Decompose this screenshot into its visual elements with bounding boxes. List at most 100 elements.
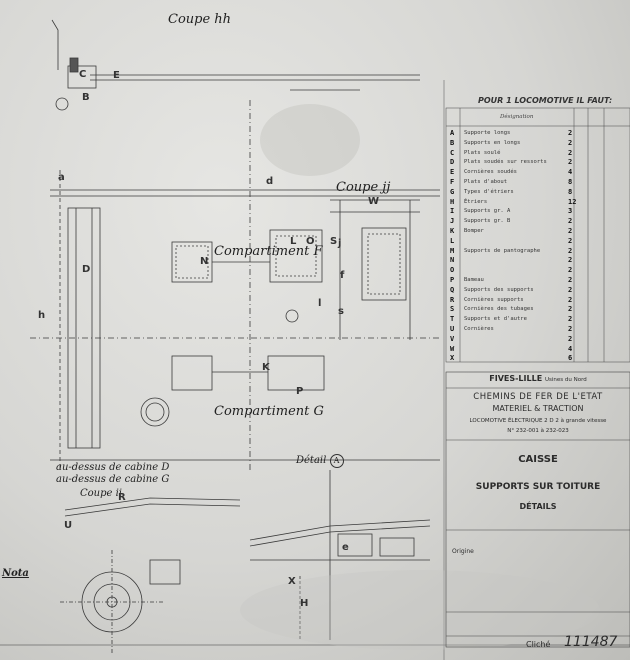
parts-row: E Cornières soudés 4	[446, 167, 630, 177]
parts-row-quantity: 8	[568, 187, 573, 196]
cabin-d-label: au-dessus de cabine D	[56, 462, 170, 473]
parts-row-quantity: 2	[568, 129, 573, 137]
ref-letter-p: P	[296, 386, 304, 397]
parts-row-quantity: 4	[568, 168, 573, 177]
cliche-number: 111487	[564, 634, 618, 650]
parts-row-designation: Cornières des tubages	[464, 306, 534, 313]
parts-row-letter: L	[450, 236, 455, 245]
parts-row-letter: E	[450, 168, 455, 177]
cliche-label: Cliché	[526, 640, 551, 649]
parts-row-designation: Supports gr. A	[464, 208, 511, 215]
object-title: CAISSE	[518, 454, 558, 465]
parts-row-quantity: 2	[568, 256, 573, 265]
parts-row-letter: V	[450, 334, 455, 343]
ref-letter-u: U	[64, 520, 73, 531]
parts-row-letter: T	[450, 315, 455, 324]
parts-row-quantity: 2	[568, 236, 573, 245]
parts-row-designation: Supports des supports	[464, 286, 534, 293]
subtitle-details: DÉTAILS	[519, 502, 557, 511]
parts-row-letter: S	[450, 305, 455, 314]
ref-letter-l2: l	[318, 298, 322, 309]
ref-letter-e2: e	[342, 542, 349, 553]
parts-row-designation: Supports et d'autre	[464, 316, 527, 323]
parts-row-letter: B	[450, 138, 455, 147]
parts-row-designation: Plats soulé	[464, 149, 501, 156]
parts-row-letter: C	[450, 148, 455, 157]
parts-row-letter: H	[450, 197, 455, 206]
parts-row-designation: Types d'étriers	[464, 188, 514, 195]
origin-label: Origine	[452, 548, 474, 555]
detail-a-mark: A	[329, 454, 344, 468]
parts-row-quantity: 2	[568, 227, 573, 235]
parts-row-designation: Plats d'about	[464, 179, 508, 185]
ref-letter-s2: s	[338, 306, 344, 317]
parts-row-designation: Supporte longs	[464, 130, 511, 136]
parts-row-quantity: 2	[568, 325, 573, 333]
cabin-g-label: au-dessus de cabine G	[56, 474, 170, 485]
ref-letter-h2: H	[300, 598, 309, 609]
parts-col-designation: Désignation	[500, 114, 534, 120]
parts-row-quantity: 2	[568, 334, 573, 343]
parts-row-letter: Q	[450, 285, 455, 294]
parts-row-quantity: 2	[568, 158, 573, 167]
section-hh-title: Coupe hh	[168, 12, 232, 27]
locomotive-type: LOCOMOTIVE ÉLECTRIQUE 2 D 2 à grande vit…	[469, 418, 607, 424]
ref-letter-h: h	[38, 310, 46, 321]
parts-row-designation: Bameau	[464, 277, 484, 283]
parts-row: T Supports et d'autre 2	[446, 314, 630, 324]
parts-row-designation: Supports en longs	[464, 139, 521, 146]
series-numbers: N° 232-001 à 232-023	[507, 428, 569, 434]
parts-row-letter: N	[450, 256, 455, 265]
ref-letter-w: W	[368, 196, 380, 207]
parts-row-letter: J	[450, 217, 455, 226]
ref-letter-c: C	[79, 69, 87, 80]
ref-letter-b: B	[82, 92, 90, 103]
parts-row-letter: M	[450, 246, 455, 255]
parts-row-designation: Cornières soudés	[464, 169, 517, 176]
department-name: MATERIEL & TRACTION	[492, 404, 584, 413]
parts-row-quantity: 3	[568, 207, 573, 216]
ref-letter-f: f	[340, 270, 345, 281]
parts-row: P Bameau 2	[446, 275, 630, 285]
parts-row-quantity: 2	[568, 217, 573, 226]
parts-row-quantity: 2	[568, 266, 573, 275]
parts-row-letter: W	[450, 344, 455, 353]
parts-row: F Plats d'about 8	[446, 177, 630, 187]
parts-row-designation: Cornières supports	[464, 296, 524, 303]
parts-row: B Supports en longs 2	[446, 138, 630, 148]
parts-row-letter: R	[450, 295, 455, 304]
parts-row-letter: F	[450, 178, 455, 186]
parts-row-letter: X	[450, 354, 455, 363]
parts-row: G Types d'étriers 8	[446, 187, 630, 197]
parts-row-quantity: 2	[568, 138, 573, 147]
parts-row: I Supports gr. A 3	[446, 206, 630, 216]
parts-row-letter: K	[450, 227, 455, 235]
ref-letter-o: O	[306, 236, 315, 247]
parts-row-quantity: 2	[568, 315, 573, 324]
compartment-g-label: Compartiment G	[214, 404, 324, 419]
parts-row-letter: P	[450, 276, 455, 284]
parts-row-quantity: 12	[568, 197, 577, 206]
detail-a-label: Détail A	[296, 454, 344, 468]
parts-row-quantity: 6	[568, 354, 573, 363]
parts-row-quantity: 8	[568, 178, 573, 186]
section-jj-title: Coupe jj	[336, 180, 391, 195]
parts-row-quantity: 2	[568, 148, 573, 157]
parts-row-letter: I	[450, 207, 455, 216]
ref-letter-d2: d	[266, 176, 274, 187]
ref-letter-d: D	[82, 264, 91, 275]
parts-row-letter: G	[450, 187, 455, 196]
parts-row-quantity: 2	[568, 276, 573, 284]
